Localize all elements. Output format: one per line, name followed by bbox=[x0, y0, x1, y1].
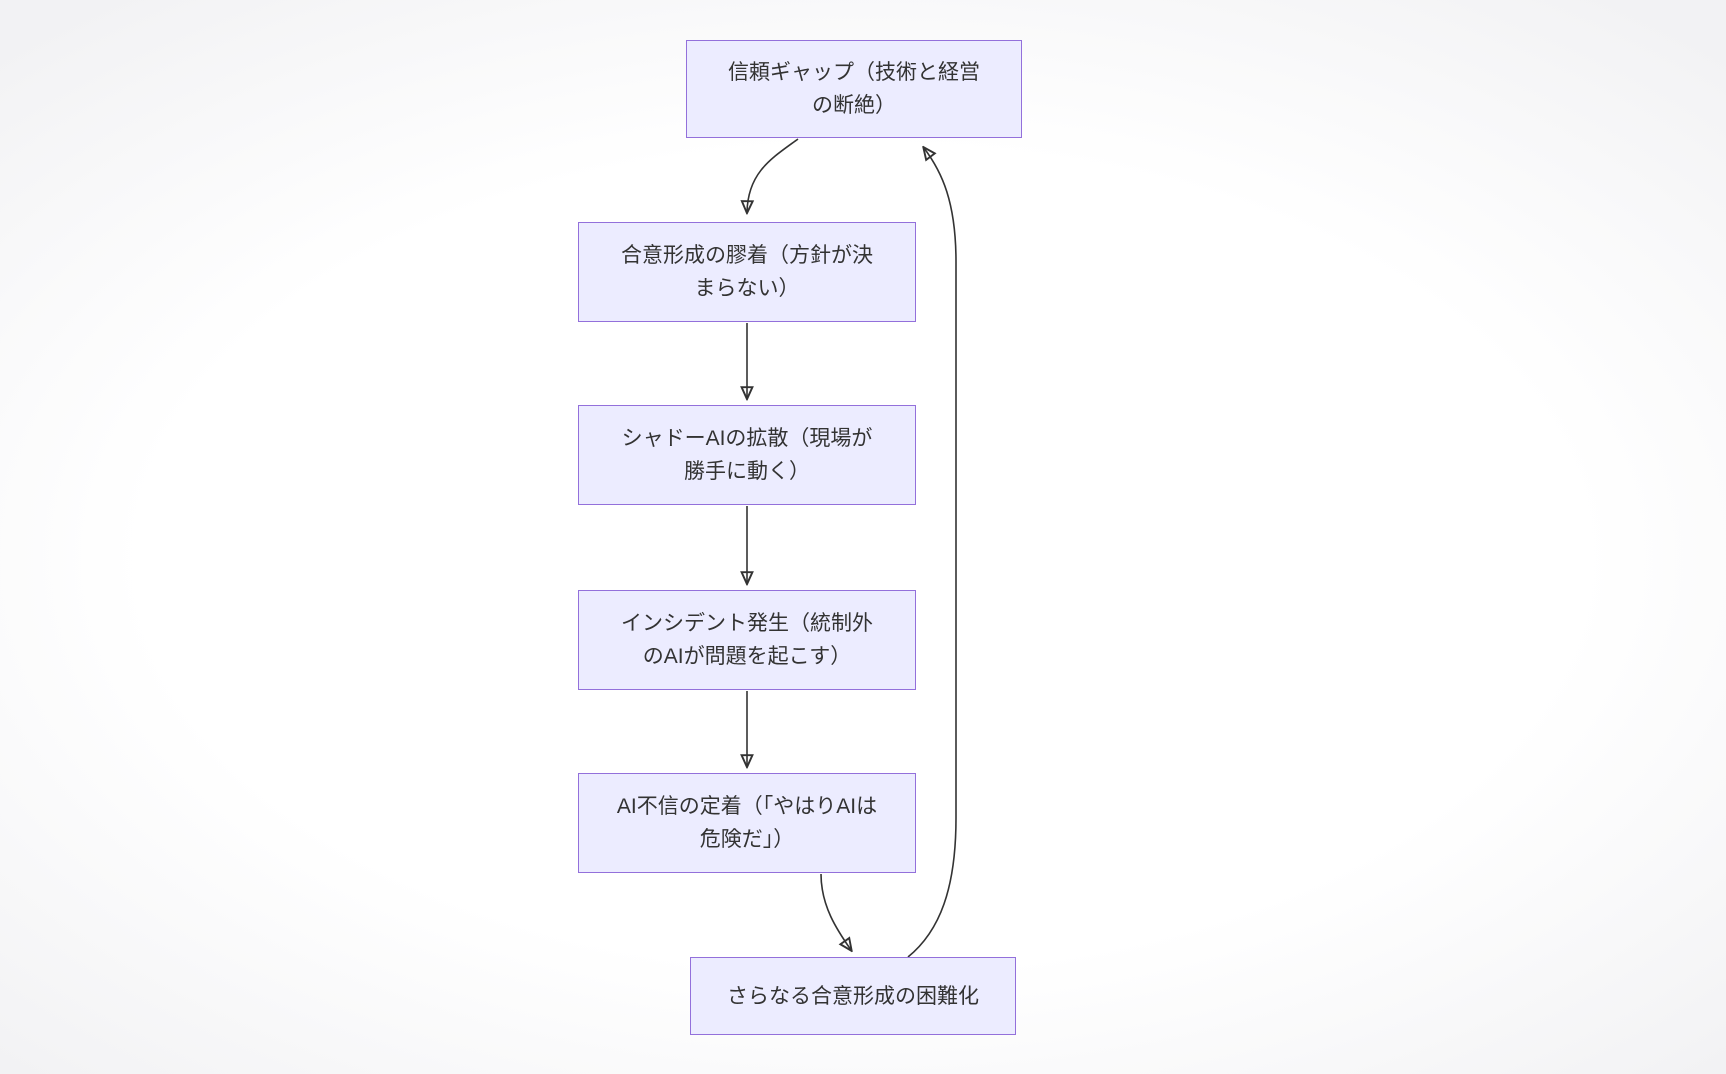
node-label-line: さらなる合意形成の困難化 bbox=[727, 984, 979, 1008]
node-label-line: 危険だ」） bbox=[699, 828, 795, 851]
node-ai-distrust: AI不信の定着（「やはりAIは 危険だ」） bbox=[578, 773, 916, 873]
node-label-line: 合意形成の膠着（方針が決 bbox=[621, 244, 873, 267]
node-shadow-ai-spread: シャドーAIの拡散（現場が 勝手に動く） bbox=[578, 405, 916, 505]
edge-trust-gap-to-consensus-deadlock bbox=[747, 138, 799, 212]
node-label-line: 信頼ギャップ（技術と経営 bbox=[728, 61, 980, 84]
node-label-line: インシデント発生（統制外 bbox=[621, 612, 873, 635]
node-consensus-difficulty: さらなる合意形成の困難化 bbox=[690, 957, 1016, 1035]
node-label-line: 勝手に動く） bbox=[684, 460, 810, 483]
node-label-line: シャドーAIの拡散（現場が bbox=[621, 427, 873, 450]
node-label-line: AI不信の定着（「やはりAIは bbox=[616, 795, 878, 818]
node-trust-gap: 信頼ギャップ（技術と経営 の断絶） bbox=[686, 40, 1022, 138]
node-label-line: のAIが問題を起こす） bbox=[642, 645, 852, 668]
node-label-line: の断絶） bbox=[812, 94, 896, 117]
node-label-line: まらない） bbox=[694, 277, 800, 300]
edge-ai-distrust-to-consensus-difficulty bbox=[820, 873, 851, 950]
node-consensus-deadlock: 合意形成の膠着（方針が決 まらない） bbox=[578, 222, 916, 322]
node-incident: インシデント発生（統制外 のAIが問題を起こす） bbox=[578, 590, 916, 690]
